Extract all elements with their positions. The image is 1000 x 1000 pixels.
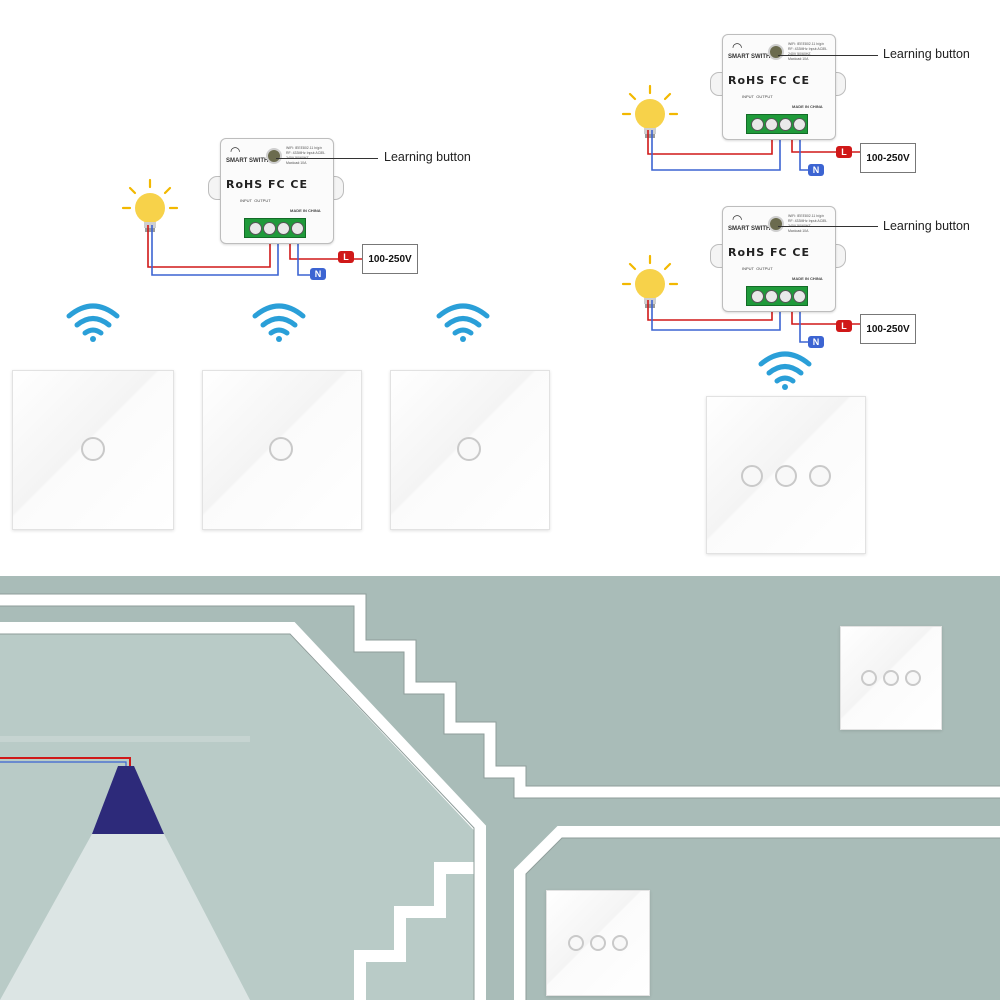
touch-button[interactable] bbox=[741, 465, 763, 487]
touch-button[interactable] bbox=[775, 465, 797, 487]
module-spec: WiFi: IEEE802.11 b/g/n RF: 433MHz Input:… bbox=[788, 214, 828, 233]
neutral-tag: N bbox=[808, 336, 824, 348]
live-tag: L bbox=[836, 146, 852, 158]
terminal-block bbox=[746, 114, 808, 134]
live-tag: L bbox=[836, 320, 852, 332]
voltage-box: 100-250V bbox=[860, 143, 916, 173]
wall-touch-panel[interactable] bbox=[840, 626, 942, 730]
smart-switch-module: ◠ SMART SWITH WiFi: IEEE802.11 b/g/n RF:… bbox=[206, 138, 346, 248]
made-in-label: MADE IN CHINA bbox=[792, 104, 823, 109]
touch-button[interactable] bbox=[905, 670, 921, 686]
output-label: OUTPUT bbox=[254, 198, 271, 203]
touch-button[interactable] bbox=[883, 670, 899, 686]
wifi-icon bbox=[758, 351, 812, 390]
module-brand: SMART SWITH bbox=[226, 158, 269, 164]
input-label: INPUT bbox=[742, 94, 754, 99]
module-spec: WiFi: IEEE802.11 b/g/n RF: 433MHz Input:… bbox=[286, 146, 326, 165]
terminal-screw bbox=[291, 222, 304, 235]
io-label: INPUT OUTPUT bbox=[240, 198, 271, 203]
terminal-screw bbox=[751, 118, 764, 131]
light-bulb-icon bbox=[621, 254, 679, 308]
callout-line bbox=[778, 55, 878, 56]
module-brand: SMART SWITH bbox=[728, 226, 771, 232]
module-spec: WiFi: IEEE802.11 b/g/n RF: 433MHz Input:… bbox=[788, 42, 828, 61]
terminal-screw bbox=[779, 290, 792, 303]
input-label: INPUT bbox=[240, 198, 252, 203]
io-label: INPUT OUTPUT bbox=[742, 266, 773, 271]
output-label: OUTPUT bbox=[756, 94, 773, 99]
certification-marks: RoHS FC CE bbox=[728, 74, 810, 87]
certification-marks: RoHS FC CE bbox=[226, 178, 308, 191]
wall-touch-panel[interactable] bbox=[546, 890, 650, 996]
three-gang-touch-panel[interactable] bbox=[706, 396, 866, 554]
smart-switch-module: ◠ SMART SWITH WiFi: IEEE802.11 b/g/n RF:… bbox=[708, 34, 848, 144]
smart-switch-module: ◠ SMART SWITH WiFi: IEEE802.11 b/g/n RF:… bbox=[708, 206, 848, 316]
touch-button[interactable] bbox=[269, 437, 293, 461]
touch-button[interactable] bbox=[590, 935, 606, 951]
voltage-box: 100-250V bbox=[860, 314, 916, 344]
callout-line bbox=[276, 158, 378, 159]
wifi-mini-icon: ◠ bbox=[732, 40, 743, 54]
terminal-screw bbox=[249, 222, 262, 235]
terminal-screw bbox=[765, 118, 778, 131]
learning-button[interactable] bbox=[768, 216, 784, 232]
learning-button[interactable] bbox=[768, 44, 784, 60]
terminal-screw bbox=[765, 290, 778, 303]
wifi-mini-icon: ◠ bbox=[732, 212, 743, 226]
terminal-screw bbox=[793, 290, 806, 303]
live-tag: L bbox=[338, 251, 354, 263]
terminal-screw bbox=[793, 118, 806, 131]
touch-button[interactable] bbox=[861, 670, 877, 686]
touch-button[interactable] bbox=[81, 437, 105, 461]
voltage-box: 100-250V bbox=[362, 244, 418, 274]
made-in-label: MADE IN CHINA bbox=[792, 276, 823, 281]
wifi-mini-icon: ◠ bbox=[230, 144, 241, 158]
terminal-screw bbox=[751, 290, 764, 303]
wifi-icon bbox=[66, 303, 120, 342]
output-label: OUTPUT bbox=[756, 266, 773, 271]
terminal-screw bbox=[263, 222, 276, 235]
terminal-screw bbox=[779, 118, 792, 131]
wifi-icon bbox=[252, 303, 306, 342]
neutral-tag: N bbox=[808, 164, 824, 176]
wifi-icon bbox=[436, 303, 490, 342]
touch-button[interactable] bbox=[809, 465, 831, 487]
terminal-block bbox=[746, 286, 808, 306]
learning-button-callout: Learning button bbox=[883, 47, 970, 61]
terminal-screw bbox=[277, 222, 290, 235]
made-in-label: MADE IN CHINA bbox=[290, 208, 321, 213]
touch-button[interactable] bbox=[568, 935, 584, 951]
touch-switch-panel[interactable] bbox=[390, 370, 550, 530]
touch-switch-panel[interactable] bbox=[12, 370, 174, 530]
light-bulb-icon bbox=[121, 178, 179, 232]
touch-button[interactable] bbox=[612, 935, 628, 951]
light-bulb-icon bbox=[621, 84, 679, 138]
terminal-block bbox=[244, 218, 306, 238]
touch-button[interactable] bbox=[457, 437, 481, 461]
learning-button[interactable] bbox=[266, 148, 282, 164]
io-label: INPUT OUTPUT bbox=[742, 94, 773, 99]
input-label: INPUT bbox=[742, 266, 754, 271]
staircase-scene bbox=[0, 576, 1000, 1000]
learning-button-callout: Learning button bbox=[883, 219, 970, 233]
touch-switch-panel[interactable] bbox=[202, 370, 362, 530]
neutral-tag: N bbox=[310, 268, 326, 280]
certification-marks: RoHS FC CE bbox=[728, 246, 810, 259]
callout-line bbox=[778, 226, 878, 227]
module-brand: SMART SWITH bbox=[728, 54, 771, 60]
learning-button-callout: Learning button bbox=[384, 150, 471, 164]
